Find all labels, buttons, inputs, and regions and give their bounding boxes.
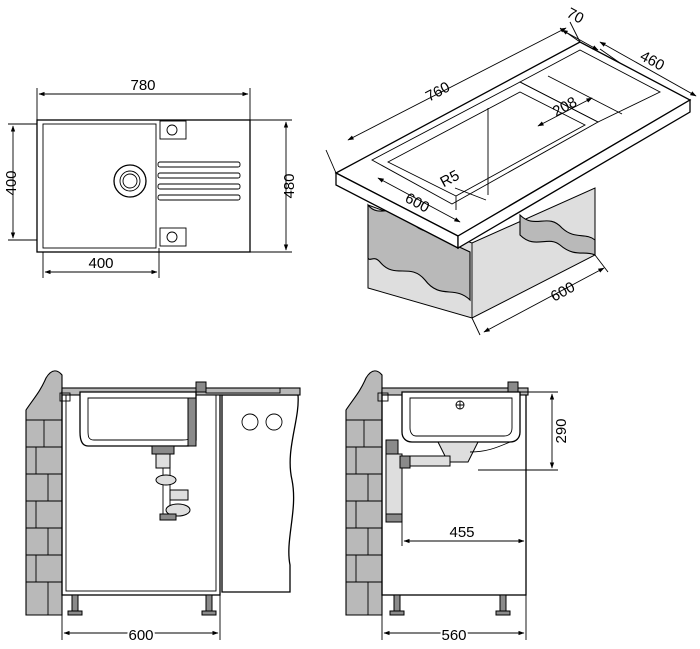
dim-480-label: 480 <box>281 173 298 198</box>
overflow-pipe <box>187 397 197 447</box>
iso-view: 70 760 460 208 R5 600 600 <box>325 5 697 336</box>
drain-hole <box>113 164 147 198</box>
bowl-outline <box>42 123 157 249</box>
dim-760-label: 760 <box>423 79 453 106</box>
dim-290-label: 290 <box>553 418 570 443</box>
dim-400-horizontal-label: 400 <box>88 255 113 272</box>
dim-460-label: 460 <box>637 48 667 75</box>
dim-600-cabinet-label: 600 <box>548 279 578 306</box>
dim-560-label: 560 <box>441 627 466 644</box>
dim-600-iso-line <box>377 177 461 223</box>
valve-right-icon <box>265 413 283 431</box>
tap-hole <box>159 120 187 140</box>
dim-600-front-label: 600 <box>128 627 153 644</box>
side-view: 290 455 560 <box>345 370 570 646</box>
counter-cut-right <box>519 213 596 256</box>
siphon-trap <box>159 513 177 521</box>
dim-760-line <box>347 27 567 141</box>
dim-400-vertical-label: 400 <box>3 170 20 195</box>
dim-208-line <box>537 97 593 127</box>
front-bowl <box>79 391 197 447</box>
front-legs <box>67 594 217 616</box>
front-view: 600 <box>25 370 301 646</box>
dim-600-cabinet-line <box>483 267 605 333</box>
dim-455-label: 455 <box>449 524 474 541</box>
side-bowl <box>401 391 521 443</box>
dim-70-line <box>561 29 599 51</box>
side-legs <box>389 594 511 616</box>
tap-base <box>195 381 207 393</box>
dim-70-label: 70 <box>564 5 587 28</box>
sink-outline <box>36 119 251 253</box>
drainer-grooves <box>157 161 241 201</box>
side-panel <box>221 394 299 593</box>
overflow-hole <box>159 227 187 247</box>
sink-side-edge <box>457 98 691 250</box>
brick-wall-left <box>25 370 63 616</box>
dim-780-label: 780 <box>130 77 155 94</box>
dim-460-line <box>599 41 697 97</box>
brick-wall-right-view <box>345 370 383 616</box>
top-view: 780 400 480 400 <box>3 77 298 278</box>
valve-left-icon <box>241 413 259 431</box>
